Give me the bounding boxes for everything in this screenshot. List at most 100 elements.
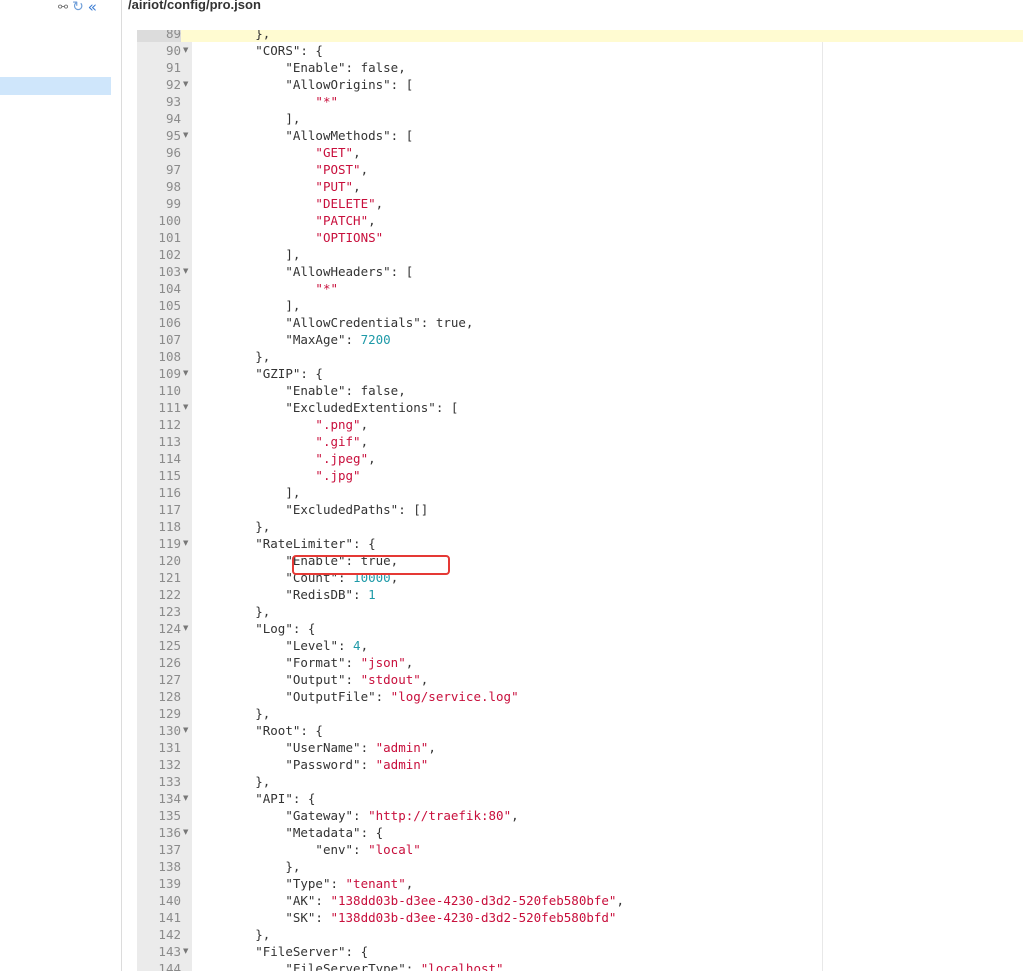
code-line[interactable]: 114 ".jpeg", — [137, 450, 1023, 467]
code-line[interactable]: 128 "OutputFile": "log/service.log" — [137, 688, 1023, 705]
fold-toggle-icon[interactable]: ▼ — [183, 947, 189, 955]
code-line[interactable]: 136▼ "Metadata": { — [137, 824, 1023, 841]
code-line[interactable]: 95▼ "AllowMethods": [ — [137, 127, 1023, 144]
code-line[interactable]: 96 "GET", — [137, 144, 1023, 161]
code-line[interactable]: 91 "Enable": false, — [137, 59, 1023, 76]
fold-toggle-icon[interactable]: ▼ — [183, 828, 189, 836]
code-text: "Metadata": { — [195, 824, 383, 841]
code-line[interactable]: 134▼ "API": { — [137, 790, 1023, 807]
refresh-icon[interactable]: ↻ — [72, 0, 84, 15]
code-line[interactable]: 106 "AllowCredentials": true, — [137, 314, 1023, 331]
code-line[interactable]: 126 "Format": "json", — [137, 654, 1023, 671]
code-line[interactable]: 142 }, — [137, 926, 1023, 943]
line-number: 113 — [158, 434, 181, 449]
code-line[interactable]: 118 }, — [137, 518, 1023, 535]
code-line[interactable]: 112 ".png", — [137, 416, 1023, 433]
tree-settings-icon[interactable]: ⚯ — [58, 0, 69, 14]
code-text: ], — [195, 246, 300, 263]
fold-toggle-icon[interactable]: ▼ — [183, 80, 189, 88]
code-text: "Type": "tenant", — [195, 875, 413, 892]
code-line[interactable]: 130▼ "Root": { — [137, 722, 1023, 739]
string-token: "json" — [360, 655, 406, 670]
code-token: "CORS": { — [255, 43, 323, 58]
fold-toggle-icon[interactable]: ▼ — [183, 131, 189, 139]
line-number: 130 — [158, 723, 181, 738]
fold-toggle-icon[interactable]: ▼ — [183, 369, 189, 377]
string-token: "DELETE" — [315, 196, 376, 211]
code-line[interactable]: 105 ], — [137, 297, 1023, 314]
code-line[interactable]: 109▼ "GZIP": { — [137, 365, 1023, 382]
code-line[interactable]: 116 ], — [137, 484, 1023, 501]
fold-toggle-icon[interactable]: ▼ — [183, 46, 189, 54]
fold-toggle-icon[interactable]: ▼ — [183, 794, 189, 802]
line-number: 96 — [165, 145, 181, 160]
code-line[interactable]: 137 "env": "local" — [137, 841, 1023, 858]
code-line[interactable]: 104 "*" — [137, 280, 1023, 297]
code-text: "PATCH", — [195, 212, 375, 229]
string-token: ".gif" — [315, 434, 361, 449]
code-text: "UserName": "admin", — [195, 739, 436, 756]
code-line[interactable]: 103▼ "AllowHeaders": [ — [137, 263, 1023, 280]
code-line[interactable]: 98 "PUT", — [137, 178, 1023, 195]
code-token: , — [405, 655, 414, 670]
line-number: 102 — [158, 247, 181, 262]
string-token: ".jpeg" — [315, 451, 369, 466]
line-number: 90 — [165, 43, 181, 58]
code-line[interactable]: 93 "*" — [137, 93, 1023, 110]
code-line[interactable]: 92▼ "AllowOrigins": [ — [137, 76, 1023, 93]
code-line[interactable]: 120 "Enable": true, — [137, 552, 1023, 569]
line-number: 137 — [158, 842, 181, 857]
code-line[interactable]: 123 }, — [137, 603, 1023, 620]
code-line[interactable]: 107 "MaxAge": 7200 — [137, 331, 1023, 348]
code-line[interactable]: 117 "ExcludedPaths": [] — [137, 501, 1023, 518]
line-number: 112 — [158, 417, 181, 432]
code-line[interactable]: 138 }, — [137, 858, 1023, 875]
fold-toggle-icon[interactable]: ▼ — [183, 624, 189, 632]
code-line[interactable]: 115 ".jpg" — [137, 467, 1023, 484]
file-tree-selected-item[interactable] — [0, 77, 111, 95]
print-margin — [822, 30, 823, 971]
fold-toggle-icon[interactable]: ▼ — [183, 267, 189, 275]
code-text: "Enable": false, — [195, 59, 405, 76]
code-line[interactable]: 110 "Enable": false, — [137, 382, 1023, 399]
code-line[interactable]: 132 "Password": "admin" — [137, 756, 1023, 773]
code-line[interactable]: 108 }, — [137, 348, 1023, 365]
fold-toggle-icon[interactable]: ▼ — [183, 539, 189, 547]
code-line[interactable]: 129 }, — [137, 705, 1023, 722]
code-line[interactable]: 97 "POST", — [137, 161, 1023, 178]
line-number: 131 — [158, 740, 181, 755]
fold-toggle-icon[interactable]: ▼ — [183, 403, 189, 411]
code-line[interactable]: 143▼ "FileServer": { — [137, 943, 1023, 960]
code-line[interactable]: 131 "UserName": "admin", — [137, 739, 1023, 756]
fold-toggle-icon[interactable]: ▼ — [183, 726, 189, 734]
code-line[interactable]: 101 "OPTIONS" — [137, 229, 1023, 246]
code-line[interactable]: 113 ".gif", — [137, 433, 1023, 450]
code-line[interactable]: 127 "Output": "stdout", — [137, 671, 1023, 688]
code-line[interactable]: 100 "PATCH", — [137, 212, 1023, 229]
code-line[interactable]: 124▼ "Log": { — [137, 620, 1023, 637]
code-line[interactable]: 135 "Gateway": "http://traefik:80", — [137, 807, 1023, 824]
code-line[interactable]: 122 "RedisDB": 1 — [137, 586, 1023, 603]
line-number: 114 — [158, 451, 181, 466]
code-line[interactable]: 111▼ "ExcludedExtentions": [ — [137, 399, 1023, 416]
code-editor[interactable]: 89 },90▼ "CORS": {91 "Enable": false,92▼… — [137, 30, 1023, 971]
code-line[interactable]: 121 "Count": 10000, — [137, 569, 1023, 586]
code-line[interactable]: 102 ], — [137, 246, 1023, 263]
code-line[interactable]: 94 ], — [137, 110, 1023, 127]
code-line[interactable]: 90▼ "CORS": { — [137, 42, 1023, 59]
code-line[interactable]: 140 "AK": "138dd03b-d3ee-4230-d3d2-520fe… — [137, 892, 1023, 909]
code-line[interactable]: 144 "FileServerType": "localhost" — [137, 960, 1023, 971]
code-line[interactable]: 89 }, — [137, 30, 1023, 42]
code-text: ".jpeg", — [195, 450, 375, 467]
code-line[interactable]: 125 "Level": 4, — [137, 637, 1023, 654]
code-text: "ExcludedPaths": [] — [195, 501, 428, 518]
code-token: , — [428, 740, 436, 755]
code-line[interactable]: 133 }, — [137, 773, 1023, 790]
code-line[interactable]: 99 "DELETE", — [137, 195, 1023, 212]
code-line[interactable]: 139 "Type": "tenant", — [137, 875, 1023, 892]
code-line[interactable]: 119▼ "RateLimiter": { — [137, 535, 1023, 552]
code-text: "RateLimiter": { — [195, 535, 375, 552]
collapse-left-icon[interactable]: « — [87, 0, 97, 16]
code-token: "GZIP": { — [255, 366, 323, 381]
code-line[interactable]: 141 "SK": "138dd03b-d3ee-4230-d3d2-520fe… — [137, 909, 1023, 926]
